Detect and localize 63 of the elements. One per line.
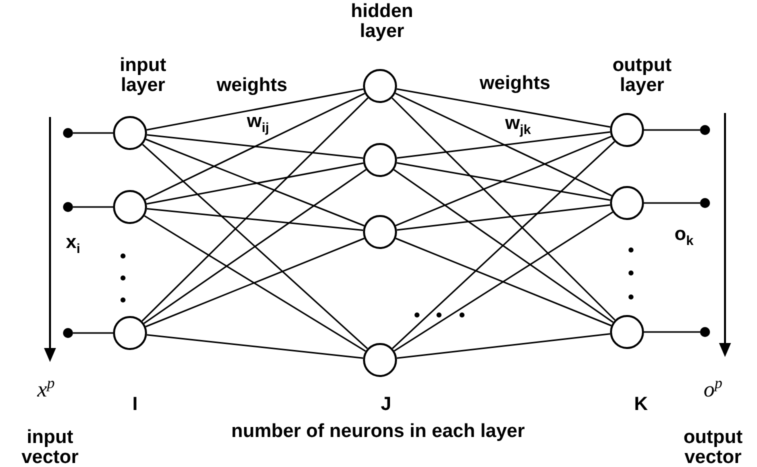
connection-line xyxy=(144,215,366,352)
connection-line xyxy=(644,129,700,131)
neuron-circle xyxy=(363,143,397,177)
input-terminal-dot xyxy=(700,198,710,208)
diagram-label: x$_{i}$ xyxy=(64,233,82,256)
connection-line xyxy=(644,202,700,204)
diagram-label: o$_{k}$ xyxy=(673,225,694,248)
connection-line xyxy=(396,162,610,201)
diagram-label: number of neurons in each layer xyxy=(230,422,526,442)
diagram-label: J xyxy=(380,395,392,415)
connection-line xyxy=(396,131,610,159)
neuron-circle xyxy=(610,113,644,147)
input-terminal-dot xyxy=(700,125,710,135)
diagram-label: o$^{p}$ xyxy=(702,376,724,400)
neuron-circle xyxy=(113,316,147,350)
connection-line xyxy=(394,169,614,323)
neuron-circle xyxy=(610,186,644,220)
connection-line xyxy=(395,92,612,196)
connection-line xyxy=(392,141,616,349)
diagram-label: w$_{jk}$ xyxy=(504,114,532,137)
neuron-circle xyxy=(363,343,397,377)
connection-line xyxy=(142,144,368,350)
diagram-label: input vector xyxy=(20,428,80,467)
neuron-circle xyxy=(113,190,147,224)
diagram-label: I xyxy=(131,395,139,415)
connection-line xyxy=(144,92,366,200)
diagram-label: w$_{ij}$ xyxy=(246,112,270,135)
connection-line xyxy=(73,132,113,134)
connection-line xyxy=(644,331,700,333)
connection-line xyxy=(395,238,612,326)
diagram-label: x$^{p}$ xyxy=(36,376,56,400)
connection-line xyxy=(146,162,364,205)
neuron-circle xyxy=(113,116,147,150)
input-terminal-dot xyxy=(63,328,73,338)
connection-line xyxy=(145,238,365,328)
neuron-circle xyxy=(363,69,397,103)
input-terminal-dot xyxy=(700,327,710,337)
input-terminal-dot xyxy=(63,202,73,212)
diagram-label: weights xyxy=(216,76,288,96)
connection-line xyxy=(396,88,610,128)
diagram-label: input layer xyxy=(118,56,168,96)
connection-line xyxy=(73,332,113,334)
connection-line xyxy=(146,138,364,226)
connection-line xyxy=(144,169,366,324)
connection-line xyxy=(146,88,364,131)
diagram-label: output vector xyxy=(682,428,744,467)
neuron-circle xyxy=(610,315,644,349)
input-terminal-dot xyxy=(63,128,73,138)
connection-line xyxy=(396,204,610,231)
connection-line xyxy=(396,333,610,359)
diagram-label: weights xyxy=(478,74,552,94)
connection-line xyxy=(146,334,364,359)
diagram-label: K xyxy=(633,395,649,415)
neuron-circle xyxy=(363,215,397,249)
diagram-label: hidden layer xyxy=(350,2,414,42)
connection-line xyxy=(392,97,616,321)
connection-line xyxy=(394,211,614,352)
connection-line xyxy=(395,136,612,226)
connection-line xyxy=(142,97,368,322)
connection-line xyxy=(73,206,113,208)
connection-line xyxy=(146,134,364,159)
diagram-label: output layer xyxy=(611,56,673,96)
connection-line xyxy=(146,208,364,232)
